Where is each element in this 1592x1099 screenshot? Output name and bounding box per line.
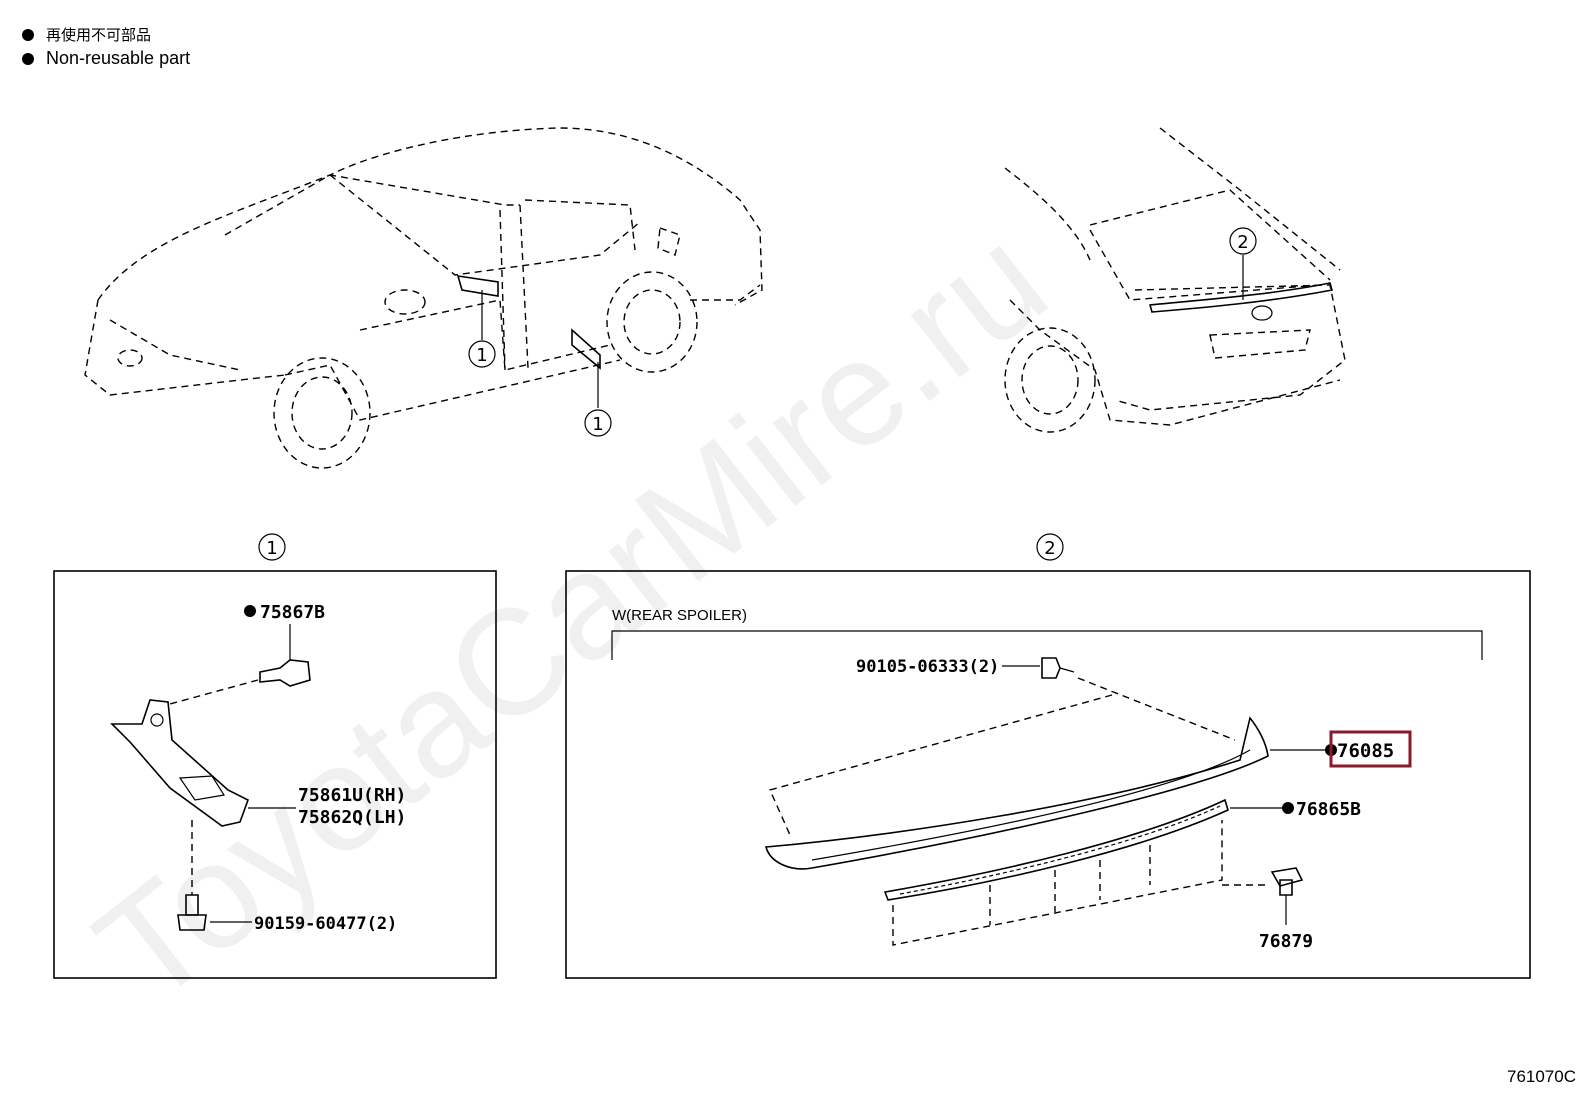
nut-76879: 76879 xyxy=(1259,867,1313,952)
seal-76865b: 76865B xyxy=(883,798,1361,901)
svg-text:76085: 76085 xyxy=(1337,740,1394,762)
svg-text:90159-60477(2): 90159-60477(2) xyxy=(254,914,397,934)
screw-90159: 90159-60477(2) xyxy=(177,894,397,934)
car-rear-overview xyxy=(1004,127,1346,433)
svg-text:90105-06333(2): 90105-06333(2) xyxy=(856,657,999,677)
clip-75867b: 75867B xyxy=(244,602,325,687)
svg-text:2: 2 xyxy=(1237,232,1248,253)
part-highlight-box xyxy=(1329,730,1412,768)
panel-1-index: 1 xyxy=(266,538,277,559)
panel-1: 1 75867B 75861U(RH) 75862Q(LH) xyxy=(53,533,497,979)
bullet-icon xyxy=(22,28,34,41)
bracket-75861u: 75861U(RH) 75862Q(LH) xyxy=(110,699,406,828)
svg-text:1: 1 xyxy=(476,345,487,366)
bullet-icon xyxy=(22,52,34,65)
panel-2-index: 2 xyxy=(1044,538,1055,559)
callout-2-overview: 2 xyxy=(1229,227,1257,255)
legend-row-en: Non-reusable part xyxy=(22,48,190,69)
svg-text:75861U(RH): 75861U(RH) xyxy=(298,785,406,806)
svg-text:75862Q(LH): 75862Q(LH) xyxy=(298,807,406,828)
callout-1-top: 1 xyxy=(468,340,496,368)
panel-2: 2 W(REAR SPOILER) 90105-06333(2) 76085 xyxy=(565,533,1531,979)
panel-2-subtitle: W(REAR SPOILER) xyxy=(612,607,747,624)
legend-text-en: Non-reusable part xyxy=(46,48,191,68)
legend-text-cjk: 再使用不可部品 xyxy=(46,26,152,44)
svg-text:75867B: 75867B xyxy=(260,602,325,623)
spoiler-76085: 76085 xyxy=(764,716,1412,870)
svg-text:76865B: 76865B xyxy=(1296,799,1361,820)
diagram-code: 761070C xyxy=(1506,1067,1576,1086)
svg-text:76879: 76879 xyxy=(1259,931,1313,952)
legend-row-cjk: 再使用不可部品 xyxy=(22,24,151,45)
watermark-text: ToyotaCarMire.ru xyxy=(66,195,1076,1036)
car-front-overview xyxy=(84,127,763,469)
svg-text:1: 1 xyxy=(592,414,603,435)
callout-1-bottom: 1 xyxy=(584,409,612,437)
bolt-90105: 90105-06333(2) xyxy=(856,657,1075,679)
